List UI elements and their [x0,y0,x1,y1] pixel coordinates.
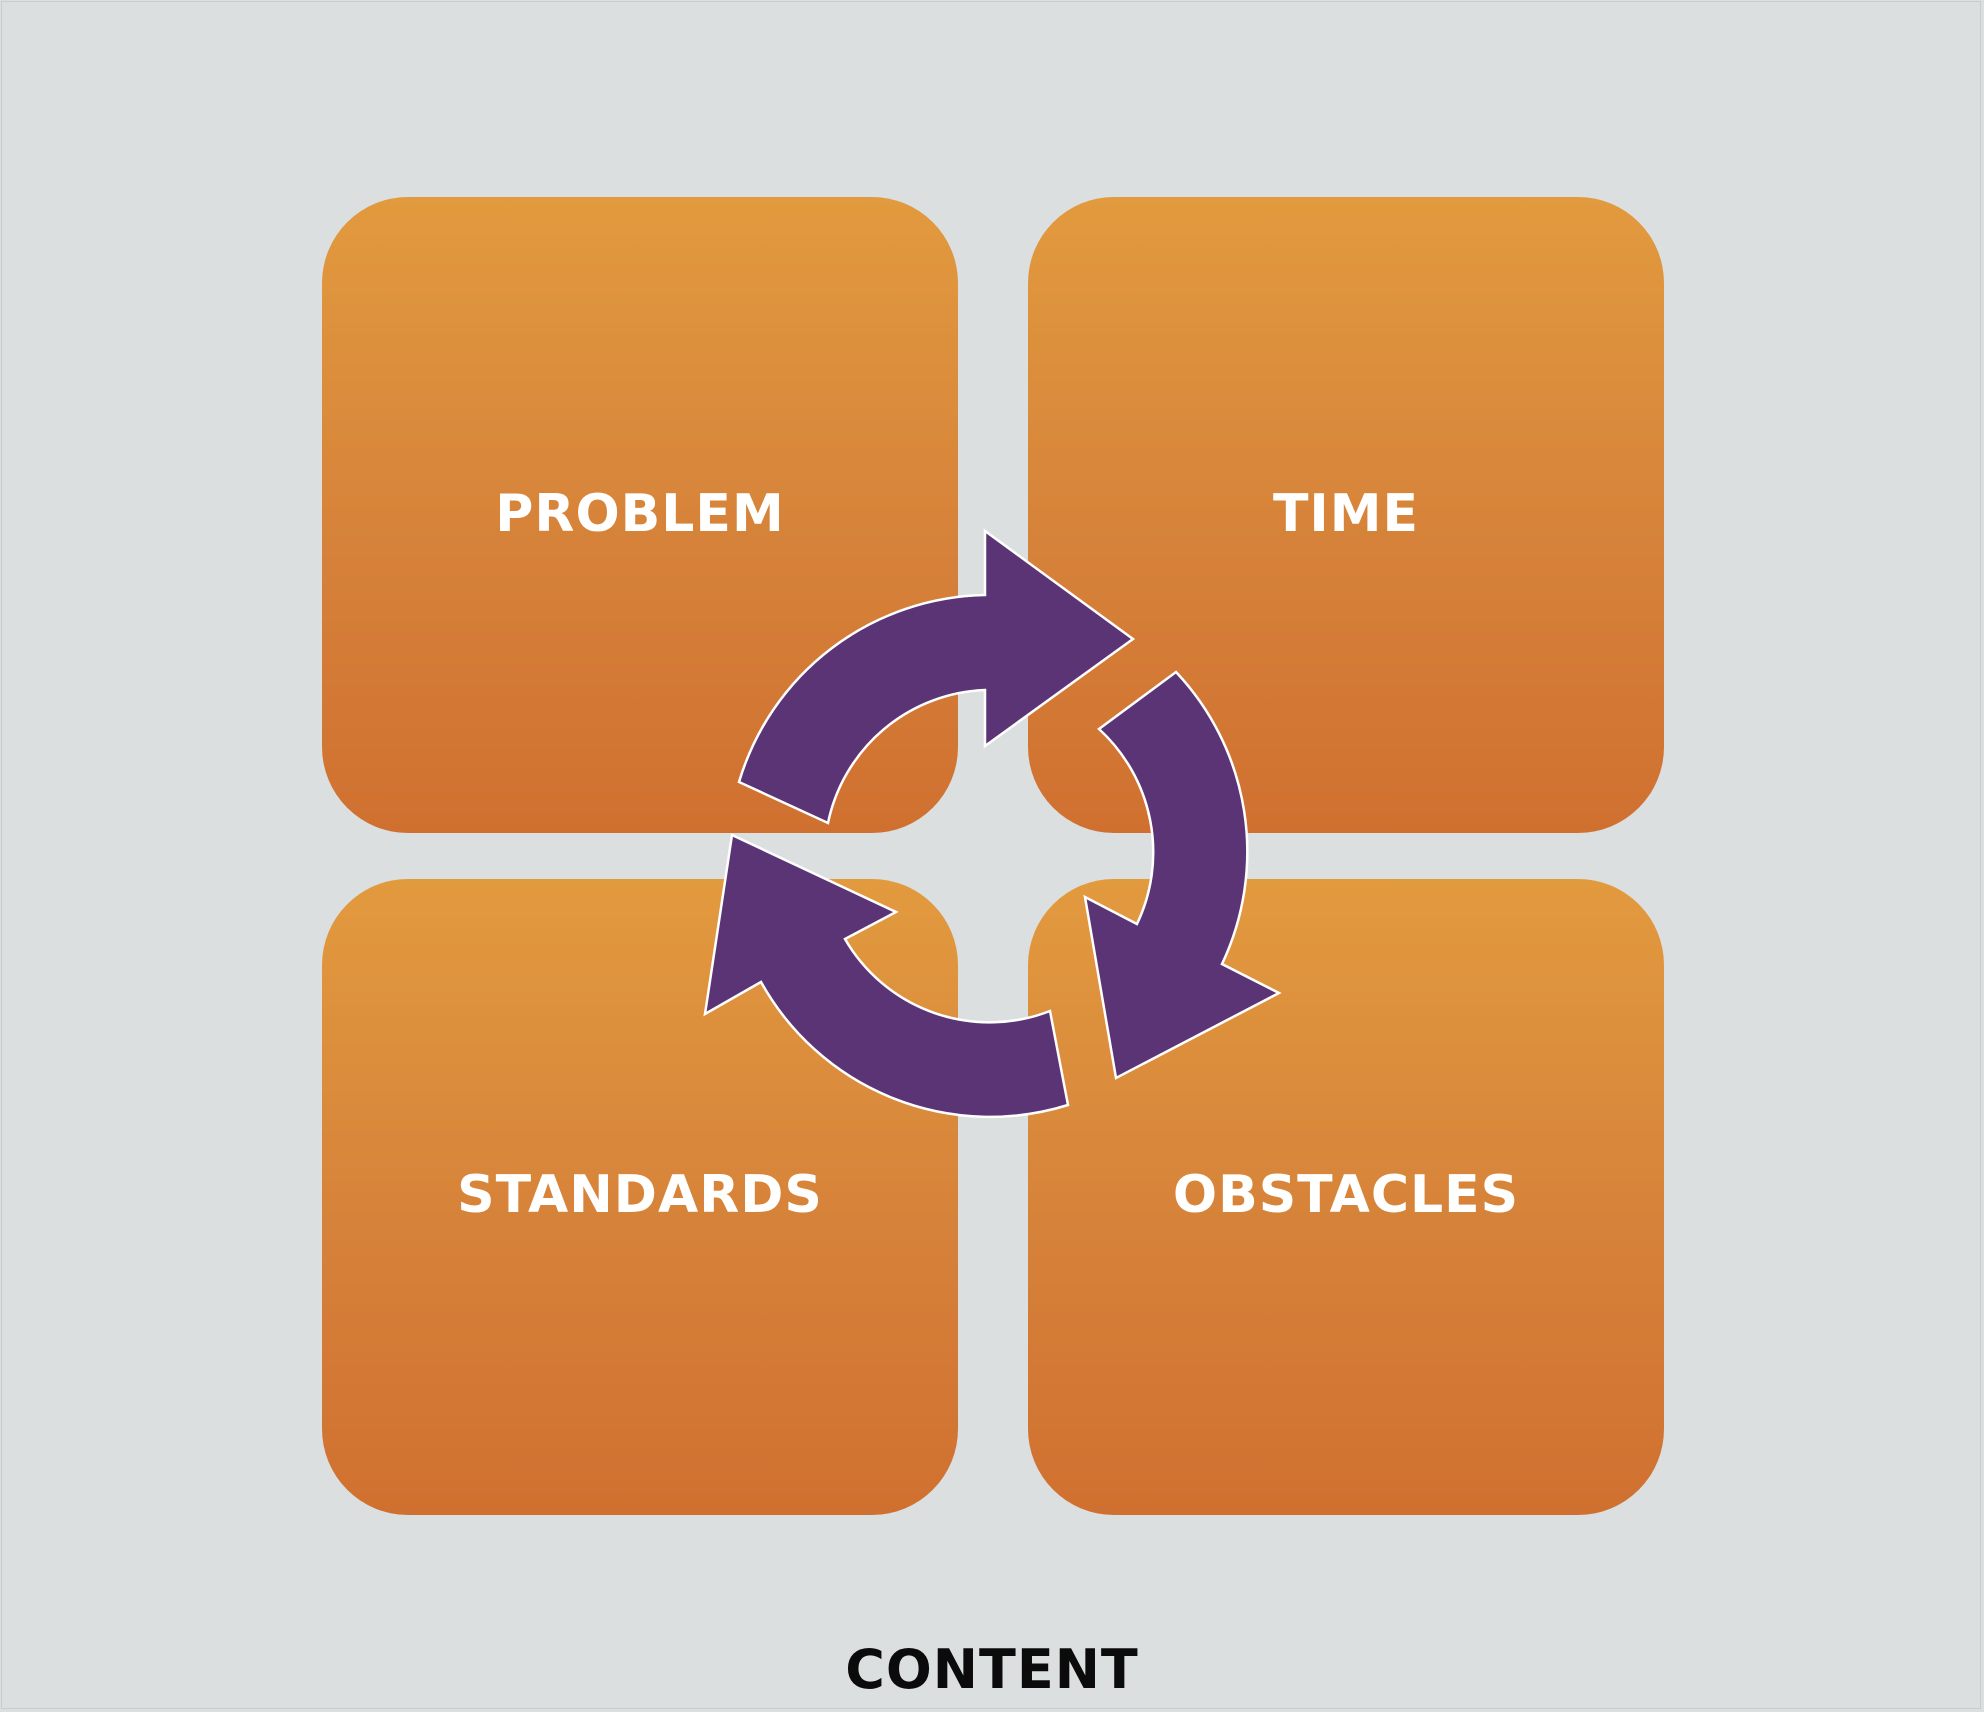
quadrant-label-standards: STANDARDS [457,1165,823,1225]
cycle-arrow-top [737,528,1136,825]
quadrant-label-obstacles: OBSTACLES [1172,1165,1520,1225]
quadrant-time: TIME [1028,197,1664,833]
footer-label: CONTENT [845,1638,1139,1701]
cycle-arrow-right [1083,670,1282,1080]
cycle-arrow-bottom [703,833,1070,1119]
quadrant-label-time: TIME [1272,484,1420,544]
quadrant-label-problem: PROBLEM [495,484,785,544]
